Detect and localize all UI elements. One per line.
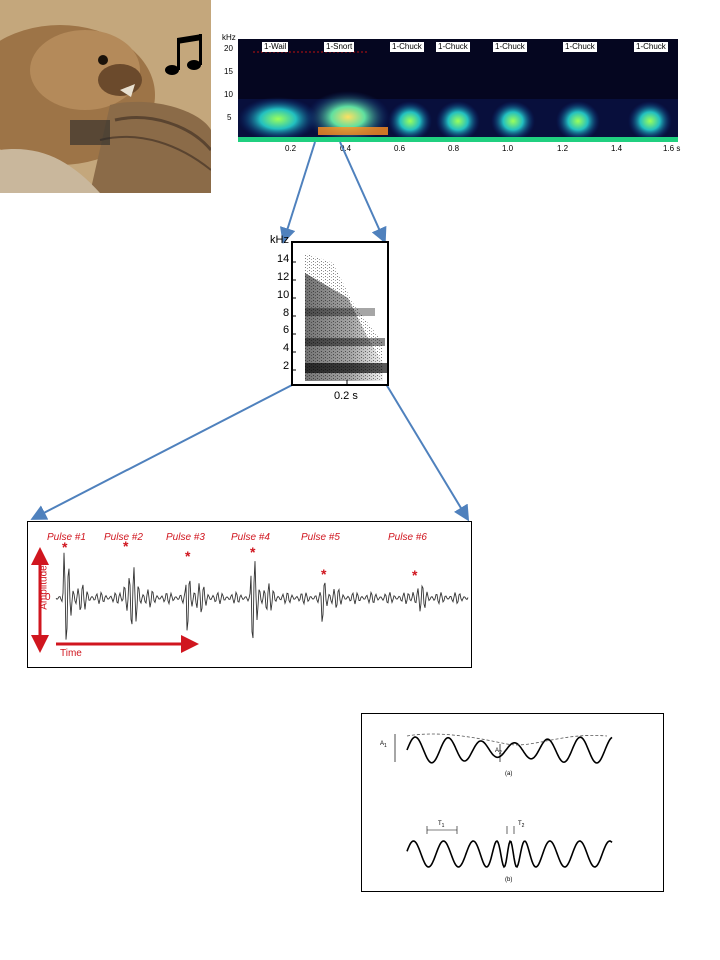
zoom-spec-y-tick: 10 — [277, 289, 290, 301]
top-spec-x-tick: 0.6 — [394, 144, 406, 153]
top-spec-y-unit: kHz — [222, 33, 236, 42]
zoom-spectrogram-image — [293, 243, 387, 384]
top-spec-y-tick: 10 — [224, 90, 233, 99]
top-spec-x-tick: 1.0 — [502, 144, 514, 153]
top-spectrogram: 1-Wail 1-Snort 1-Chuck 1-Chuck 1-Chuck 1… — [238, 39, 678, 142]
waveform-plot — [31, 547, 469, 653]
call-label-snort: 1-Snort — [324, 42, 355, 52]
zoom-spec-y-tick: 14 — [277, 253, 290, 265]
pulse-label: Pulse #2 — [104, 532, 143, 543]
a2-label: A2 — [495, 748, 502, 757]
fm-waveform — [406, 839, 613, 869]
zoom-arrow-left — [279, 141, 316, 244]
call-label-chuck: 1-Chuck — [634, 42, 668, 52]
top-spec-y-tick: 5 — [227, 113, 232, 122]
t2-label: T2 — [518, 821, 525, 830]
top-spec-y-tick: 20 — [224, 44, 233, 53]
pulse-waveform-panel: Pulse #1 Pulse #2 Pulse #3 Pulse #4 Puls… — [27, 521, 472, 668]
pulse-peak-marker: * — [123, 538, 129, 554]
a1-label: A1 — [380, 741, 387, 750]
pulse-label: Pulse #1 — [47, 532, 86, 543]
time-axis-label: Time — [60, 648, 82, 659]
pulse-label: Pulse #4 — [231, 532, 270, 543]
zoom-spec-y-tick: 4 — [283, 342, 290, 354]
top-spec-y-tick: 15 — [224, 67, 233, 76]
zoom-spec-y-tick: 2 — [283, 360, 290, 372]
pulse-peak-marker: * — [62, 539, 68, 555]
am-waveform — [406, 736, 613, 764]
call-label-chuck: 1-Chuck — [436, 42, 470, 52]
call-label-wail: 1-Wail — [262, 42, 289, 52]
pulse-label: Pulse #6 — [388, 532, 427, 543]
zoom-spec-y-unit: kHz — [270, 234, 289, 246]
amplitude-axis-label: Amplitude — [38, 565, 50, 610]
music-note-icon — [165, 34, 202, 75]
top-spec-x-tick: 1.4 — [611, 144, 623, 153]
zoom-arrow-right — [339, 141, 387, 244]
t1-label: T1 — [438, 821, 445, 830]
pulse-peak-marker: * — [412, 567, 418, 583]
zero-label: 0 — [45, 592, 51, 603]
zoom-spec-y-tick: 8 — [283, 307, 290, 319]
top-spec-x-tick: 0.4 — [340, 144, 352, 153]
panel-b-label: (b) — [505, 877, 513, 883]
zoom-spec-y-tick: 6 — [283, 324, 290, 336]
pulse-peak-marker: * — [250, 544, 256, 560]
call-label-chuck: 1-Chuck — [563, 42, 597, 52]
top-spec-x-tick: 0.8 — [448, 144, 460, 153]
modulation-diagram-drawing — [394, 733, 613, 869]
waveform-trace — [55, 552, 469, 640]
zoom-spectrogram — [291, 241, 389, 386]
hyrax-photo-illustration — [0, 0, 211, 193]
wave-arrow-right — [385, 383, 470, 522]
hyrax-photo — [0, 0, 211, 193]
top-spec-x-tick: 1.2 — [557, 144, 569, 153]
pulse-label: Pulse #3 — [166, 532, 205, 543]
modulation-diagram: A1 A2 (a) T1 T2 (b) — [361, 713, 664, 892]
call-label-chuck: 1-Chuck — [390, 42, 424, 52]
pulse-peak-marker: * — [185, 548, 191, 564]
pulse-peak-marker: * — [321, 566, 327, 582]
wave-arrow-left — [30, 383, 295, 520]
top-spec-x-tick: 1.6 s — [663, 144, 681, 153]
pulse-label: Pulse #5 — [301, 532, 340, 543]
top-spectrogram-image — [238, 39, 678, 142]
am-envelope — [406, 733, 608, 746]
panel-a-label: (a) — [505, 771, 513, 777]
call-label-chuck: 1-Chuck — [493, 42, 527, 52]
top-spec-x-tick: 0.2 — [285, 144, 297, 153]
zoom-spec-x-tick: 0.2 s — [334, 390, 358, 402]
zoom-spec-y-tick: 12 — [277, 271, 290, 283]
